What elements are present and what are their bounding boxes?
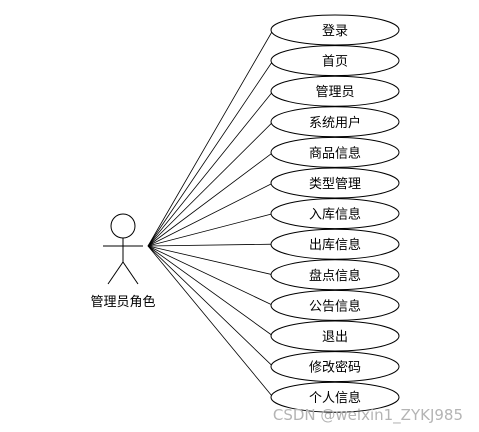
use-case-ellipse: [270, 351, 400, 383]
use-case-ellipse: [270, 136, 400, 168]
association-line: [147, 152, 274, 247]
use-case-ellipse: [270, 45, 400, 77]
use-case-label: 系统用户: [309, 115, 361, 131]
use-case-label: 修改密码: [309, 360, 361, 376]
actor-right-leg: [122, 261, 139, 285]
use-case: 入库信息: [270, 198, 400, 230]
use-case-label: 商品信息: [309, 145, 361, 161]
association-line: [147, 213, 274, 247]
association-line: [147, 245, 274, 367]
use-case: 首页: [270, 45, 400, 77]
use-case-label: 首页: [322, 55, 348, 70]
use-case-ellipse: [270, 289, 400, 321]
use-case: 修改密码: [270, 351, 400, 383]
use-case-ellipse: [270, 106, 400, 138]
use-case-label: 退出: [322, 330, 348, 345]
use-case-ellipse: [270, 167, 400, 199]
use-case: 个人信息: [270, 381, 400, 413]
use-case: 盘点信息: [270, 259, 400, 291]
actor-left-leg: [107, 261, 124, 285]
use-case-ellipse: [270, 228, 400, 260]
association-line: [147, 243, 274, 247]
association-line: [147, 245, 274, 276]
use-cases: 登录首页管理员系统用户商品信息类型管理入库信息出库信息盘点信息公告信息退出修改密…: [270, 14, 400, 413]
use-case-ellipse: [270, 75, 400, 107]
use-case-ellipse: [270, 259, 400, 291]
use-case: 登录: [270, 14, 400, 46]
use-case-ellipse: [270, 198, 400, 230]
use-case-label: 个人信息: [309, 390, 361, 406]
use-case: 类型管理: [270, 167, 400, 199]
association-line: [147, 245, 274, 306]
actor-label: 管理员角色: [90, 294, 155, 310]
actor-head: [110, 213, 136, 239]
use-case: 系统用户: [270, 106, 400, 138]
association-line: [147, 245, 274, 337]
association-lines: [147, 29, 274, 398]
use-case-label: 管理员: [315, 85, 354, 100]
use-case-label: 类型管理: [309, 177, 361, 192]
use-case: 出库信息: [270, 228, 400, 260]
use-case: 管理员: [270, 75, 400, 107]
association-line: [147, 182, 274, 247]
use-case-label: 公告信息: [309, 298, 361, 314]
association-line: [147, 121, 274, 247]
association-line: [147, 90, 274, 247]
use-case-label: 入库信息: [309, 207, 361, 223]
use-case-label: 出库信息: [309, 237, 361, 253]
use-case-label: 登录: [322, 24, 348, 39]
association-line: [147, 60, 274, 247]
use-case: 退出: [270, 320, 400, 352]
use-case: 公告信息: [270, 289, 400, 321]
actor: 管理员角色: [90, 213, 156, 310]
use-case-label: 盘点信息: [309, 268, 361, 284]
use-case-ellipse: [270, 381, 400, 413]
association-line: [147, 245, 274, 398]
use-case-ellipse: [270, 320, 400, 352]
use-case: 商品信息: [270, 136, 400, 168]
watermark: CSDN @weixin1_ZYKJ985: [272, 406, 463, 424]
use-case-ellipse: [270, 14, 400, 46]
association-line: [147, 29, 274, 247]
